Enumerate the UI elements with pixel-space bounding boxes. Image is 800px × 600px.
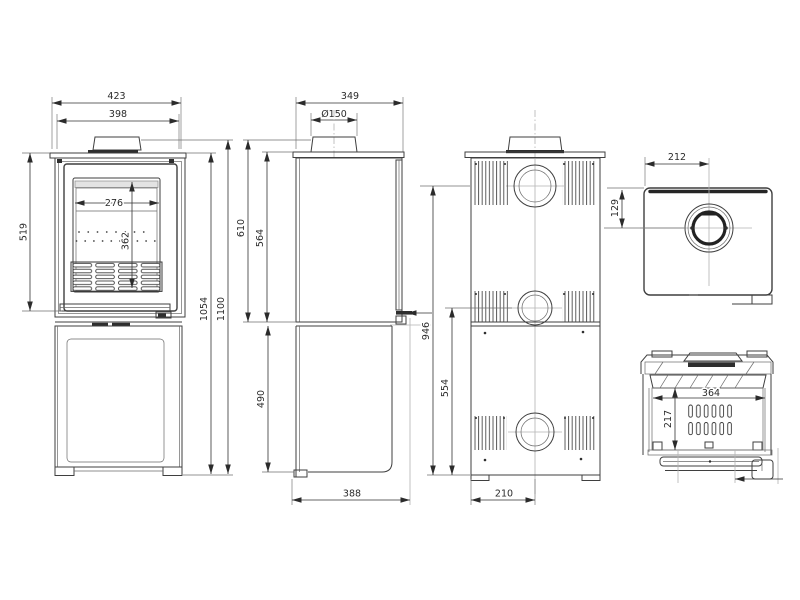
front-view: 423 398 — [17, 90, 233, 476]
top-body — [640, 158, 773, 296]
rear-flue-collar — [506, 110, 564, 494]
dim-label-398: 398 — [109, 109, 127, 120]
dim-glass-width: 276 — [75, 197, 159, 211]
dim-stove-with-collar: 610 — [235, 139, 311, 323]
dim-label-217: 217 — [663, 410, 674, 428]
dim-label-276: 276 — [105, 198, 123, 209]
rear-view: 946 554 210 — [420, 110, 606, 505]
dim-outlet-offset: 210 — [470, 479, 536, 505]
firebox-view: 364 217 — [640, 350, 783, 484]
dim-base-height: 490 — [255, 326, 294, 473]
side-log-store — [293, 326, 393, 478]
dim-glass-height: 362 — [119, 182, 135, 288]
front-divider — [55, 321, 182, 327]
dim-label-946: 946 — [421, 322, 432, 340]
dim-firebox-depth: 217 — [662, 388, 678, 450]
dim-label-564: 564 — [255, 229, 266, 247]
rear-bottom-vents — [474, 416, 596, 462]
dim-flue-from-rear: 129 — [604, 187, 684, 229]
dim-label-1054: 1054 — [199, 297, 210, 321]
dim-label-554: 554 — [440, 379, 451, 397]
dim-label-610: 610 — [236, 219, 247, 237]
front-flue-collar — [88, 136, 142, 154]
dim-firebox-width: 364 — [653, 387, 765, 401]
dim-height-to-top: 1054 1100 — [141, 139, 233, 476]
dim-front-top-width: 398 — [56, 108, 180, 149]
top-flue-outlet — [684, 203, 734, 253]
front-top-plate — [49, 152, 187, 159]
dim-label-362: 362 — [121, 232, 132, 250]
side-top-plate — [292, 151, 405, 158]
rear-top-vents — [474, 161, 596, 205]
dim-label-490: 490 — [256, 390, 267, 408]
side-view: 349 Ø150 — [235, 90, 432, 505]
rear-top-flue-outlet — [506, 164, 564, 208]
rear-feet — [470, 474, 601, 481]
firebox-top-cap — [640, 350, 774, 389]
dim-overall-depth: 388 — [291, 318, 411, 505]
side-stove-body — [295, 157, 403, 323]
dim-label-519: 519 — [19, 223, 30, 241]
dim-label-212: 212 — [668, 152, 686, 163]
dim-label-1100: 1100 — [216, 297, 227, 321]
dim-stove-body-height: 564 — [254, 151, 293, 322]
dim-label-364: 364 — [702, 388, 720, 399]
dim-flue-centre-height: 946 — [420, 185, 470, 476]
dim-stove-height: 519 — [17, 152, 62, 312]
front-log-store — [54, 325, 183, 476]
rear-middle-vents — [474, 291, 596, 335]
dim-lower-outlet-height: 554 — [439, 307, 512, 475]
top-handle-tab — [689, 294, 773, 305]
louvre-grille — [70, 261, 163, 292]
dim-flue-from-left: 212 — [644, 151, 709, 186]
rear-body — [470, 157, 601, 476]
dim-front-overall-width: 423 — [51, 90, 182, 149]
top-view: 212 129 — [604, 151, 773, 305]
side-door-handle — [390, 310, 432, 326]
front-ash-lip — [59, 303, 172, 319]
side-divider — [296, 321, 402, 327]
dim-label-349: 349 — [341, 91, 359, 102]
rear-bottom-outlet — [508, 412, 562, 452]
firebox-bottom — [647, 448, 783, 484]
dim-label-210: 210 — [495, 489, 513, 500]
dim-label-129: 129 — [610, 199, 621, 217]
dim-top-depth: 349 — [295, 90, 404, 152]
dim-label-423: 423 — [107, 91, 125, 102]
firebox-side-rails — [642, 374, 772, 455]
front-glass-door — [70, 177, 163, 293]
dim-label-388: 388 — [343, 489, 361, 500]
rear-middle-outlet — [508, 290, 562, 326]
